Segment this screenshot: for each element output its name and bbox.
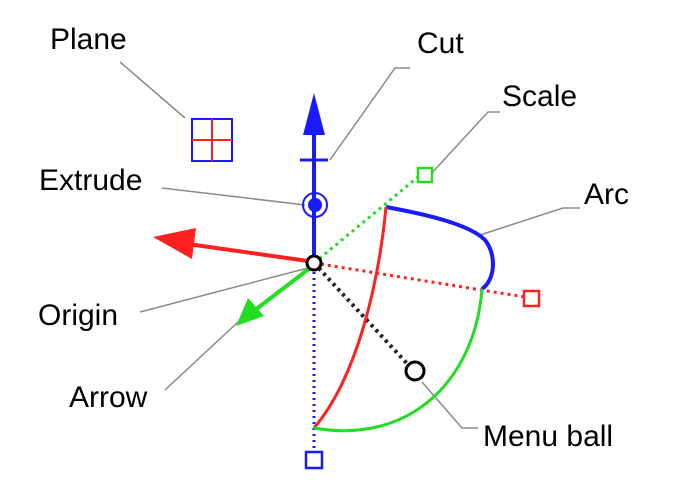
arc-handle-green[interactable]	[313, 288, 484, 433]
extrude-handle[interactable]	[308, 198, 322, 212]
x-arrow-handle[interactable]	[153, 228, 196, 259]
leader-lines	[119, 61, 580, 429]
x-axis-line	[187, 242, 309, 263]
origin-label: Origin	[38, 299, 119, 332]
y-axis-line	[253, 266, 312, 312]
scale-label: Scale	[502, 80, 578, 113]
menu-ball-label: Menu ball	[483, 420, 614, 453]
menu-ball-leader	[421, 381, 478, 429]
menu-ball[interactable]	[404, 360, 426, 382]
plane-label: Plane	[50, 23, 127, 56]
x-axis-dotted	[313, 261, 526, 299]
origin-leader	[139, 267, 309, 313]
extrude-leader	[161, 187, 306, 206]
arc-handle-red[interactable]	[312, 206, 388, 429]
scale-handle-z[interactable]	[304, 450, 324, 470]
arc-label: Arc	[584, 178, 629, 211]
scale-leader	[429, 111, 500, 176]
extrude-handle-ring[interactable]	[302, 192, 328, 218]
menu-ball-line	[312, 261, 415, 372]
scale-handle-x[interactable]	[522, 289, 541, 308]
plane-handle[interactable]	[191, 118, 233, 162]
plane-leader	[119, 61, 186, 119]
z-arrow-handle[interactable]	[303, 93, 325, 135]
arc-handle-blue[interactable]	[385, 205, 495, 291]
y-axis-dotted	[313, 175, 419, 265]
extrude-label: Extrude	[39, 164, 143, 197]
arrow-leader	[164, 321, 239, 391]
cut-leader	[329, 67, 410, 161]
cut-label: Cut	[417, 27, 464, 60]
scale-handle-y[interactable]	[416, 166, 434, 184]
y-arrow-handle[interactable]	[236, 298, 264, 326]
origin-handle[interactable]	[305, 254, 323, 272]
arrow-label: Arrow	[69, 381, 148, 414]
arc-leader	[479, 207, 580, 236]
